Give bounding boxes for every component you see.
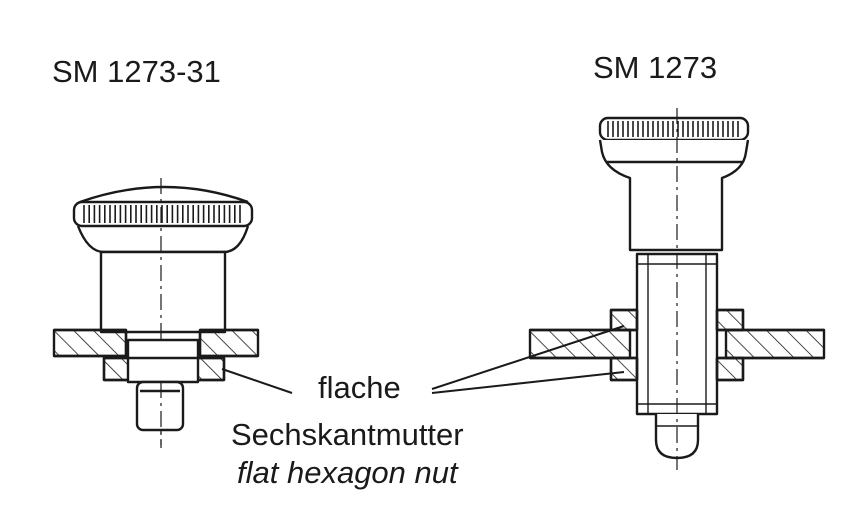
part-number-left: SM 1273-31 — [52, 54, 221, 89]
right-mounting-plate — [528, 328, 826, 360]
left-mounting-plate — [52, 328, 260, 358]
nut-label-german-line1: flache — [318, 370, 401, 405]
nut-label-german-line2: Sechskantmutter — [231, 417, 464, 452]
nut-label-english: flat hexagon nut — [237, 455, 458, 490]
left-flat-hex-nut — [102, 330, 226, 384]
leader-lines — [221, 325, 625, 394]
right-flat-hex-nut-bottom — [609, 356, 745, 382]
part-number-right: SM 1273 — [593, 50, 718, 85]
right-flat-hex-nut-top — [609, 308, 745, 332]
right-indexing-plunger — [598, 108, 750, 470]
left-pin — [135, 380, 185, 445]
